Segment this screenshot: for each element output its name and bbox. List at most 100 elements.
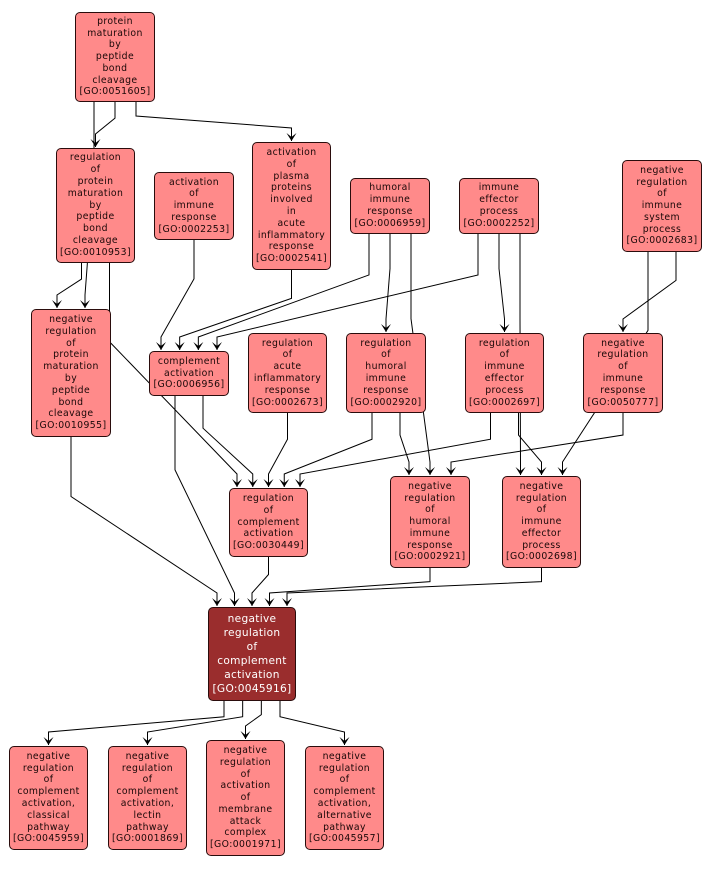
edge-n0002697-to-n0030449 bbox=[299, 413, 491, 487]
node-go-id: [GO:0045957] bbox=[309, 833, 380, 845]
node-label-line: immune bbox=[484, 361, 525, 373]
node-label-line: response bbox=[268, 241, 315, 253]
edge-n0002698-to-n0045916 bbox=[286, 568, 542, 606]
node-label-line: maturation bbox=[67, 187, 124, 199]
node-label-line: regulation bbox=[223, 627, 281, 639]
node-label-line: negative bbox=[640, 164, 684, 176]
node-label-line: immune bbox=[173, 200, 215, 212]
arrowhead-icon bbox=[263, 479, 274, 487]
node-go-id: [GO:0002252] bbox=[463, 217, 535, 229]
node-label-line: of bbox=[536, 504, 547, 516]
node-go-id: [GO:0002698] bbox=[506, 551, 577, 563]
node-label-line: cleavage bbox=[72, 234, 119, 246]
edge-n0010953-to-n0030449 bbox=[109, 263, 238, 487]
node-label-line: activation bbox=[243, 528, 294, 540]
node-go-id: [GO:0001971] bbox=[210, 839, 281, 851]
node-label-line: activation bbox=[266, 147, 317, 159]
edge-n0002697-to-n0002698 bbox=[518, 413, 542, 475]
node-label-line: response bbox=[264, 384, 311, 396]
node-label-line: of bbox=[263, 504, 274, 516]
node-label-line: maturation bbox=[43, 361, 99, 373]
node-label-line: acute bbox=[273, 361, 302, 373]
node-label-line: by bbox=[64, 373, 78, 384]
node-label-line: negative bbox=[26, 750, 71, 762]
node-go-id: [GO:0001869] bbox=[112, 833, 183, 845]
arrowhead-icon bbox=[142, 737, 153, 745]
node-label-line: immune bbox=[409, 527, 451, 539]
node-label-line: pathway bbox=[27, 821, 70, 833]
node-label-line: bond bbox=[102, 62, 128, 74]
node-label-line: negative bbox=[322, 750, 367, 762]
node-label-line: by bbox=[108, 39, 122, 51]
node-label-line: peptide bbox=[95, 51, 135, 63]
node-go-id: [GO:0002673] bbox=[252, 396, 323, 408]
node-label-line: regulation bbox=[22, 762, 75, 774]
node-label-line: regulation bbox=[45, 325, 97, 337]
edge-n0030449-to-n0045916 bbox=[251, 557, 269, 606]
arrowhead-icon bbox=[536, 467, 547, 475]
edge-n0006959-to-n0006956 bbox=[197, 234, 370, 350]
node-label-line: acute bbox=[277, 217, 306, 229]
node-label-line: by bbox=[89, 199, 102, 211]
node-label-line: activation, bbox=[317, 798, 372, 809]
node-go-id: [GO:0045916] bbox=[212, 683, 292, 695]
node-label-line: immune bbox=[369, 194, 411, 206]
node-label-line: of bbox=[618, 361, 628, 373]
node-go-id: [GO:0051605] bbox=[79, 86, 151, 98]
arrowhead-icon bbox=[212, 342, 222, 350]
node-go-id: [GO:0002920] bbox=[350, 396, 422, 408]
node-label-line: complement bbox=[157, 355, 221, 367]
node-label-line: bond bbox=[58, 396, 84, 408]
node-label-line: activation bbox=[220, 780, 271, 792]
node-label-line: immune bbox=[521, 516, 562, 528]
node-label-line: of bbox=[246, 641, 258, 653]
node-label-line: regulation bbox=[242, 493, 295, 504]
node-label-line: process bbox=[642, 223, 682, 235]
node-label-line: negative bbox=[125, 750, 170, 762]
node-label-line: of bbox=[286, 158, 297, 170]
arrowhead-icon bbox=[212, 598, 222, 606]
node-label-line: regulation bbox=[478, 337, 531, 349]
node-go-id: [GO:0010955] bbox=[35, 420, 107, 432]
arrowhead-icon bbox=[515, 467, 526, 475]
arrowhead-icon bbox=[425, 467, 435, 475]
edge-n0006956-to-n0030449 bbox=[202, 396, 254, 487]
node-go-id: [GO:0006959] bbox=[354, 217, 426, 229]
edge-n0002920-to-n0002921 bbox=[399, 413, 410, 475]
node-label-line: of bbox=[381, 349, 391, 361]
edge-n0002920-to-n0030449 bbox=[283, 413, 373, 487]
node-label-line: of bbox=[90, 164, 101, 176]
node-label-line: proteins bbox=[270, 182, 313, 194]
arrowhead-icon bbox=[446, 467, 456, 475]
node-label-line: cleavage bbox=[92, 74, 138, 86]
arrowhead-icon bbox=[339, 737, 350, 745]
node-label-line: regulation bbox=[121, 762, 174, 774]
node-label-line: response bbox=[367, 206, 413, 217]
node-go-id: [GO:0006956] bbox=[153, 379, 225, 391]
arrowhead-icon bbox=[229, 598, 240, 606]
node-label-line: process bbox=[485, 384, 524, 396]
arrowhead-icon bbox=[247, 598, 257, 606]
node-label-line: involved bbox=[270, 194, 313, 206]
